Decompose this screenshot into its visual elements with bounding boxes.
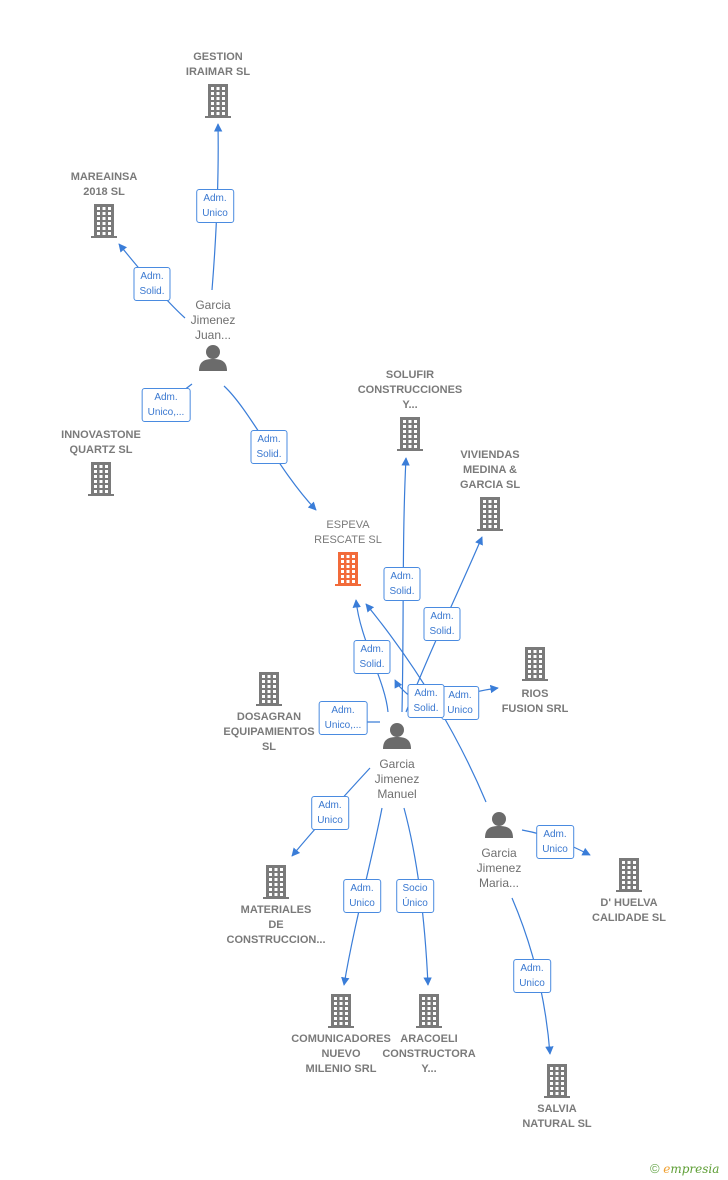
- edge-label-e13[interactable]: Socio Único: [396, 879, 434, 913]
- node-label-mareainsa: MAREAINSA 2018 SL: [70, 171, 138, 198]
- node-label-dosagran: DOSAGRAN EQUIPAMIENTOS SL: [223, 711, 315, 753]
- node-label-dhuelva: D' HUELVA CALIDADE SL: [592, 897, 666, 924]
- building-icon-aracoeli[interactable]: [416, 994, 442, 1028]
- edge-label-e2[interactable]: Adm. Solid.: [133, 267, 171, 301]
- node-label-salvia: SALVIA NATURAL SL: [522, 1103, 592, 1130]
- edge-label-e6[interactable]: Adm. Solid.: [383, 567, 421, 601]
- edge-label-e5[interactable]: Adm. Solid.: [353, 640, 391, 674]
- node-label-comunicadores: COMUNICADORES NUEVO MILENIO SRL: [291, 1033, 391, 1075]
- building-icon-innovastone[interactable]: [88, 462, 114, 496]
- node-label-maria: Garcia Jimenez Maria...: [476, 846, 522, 890]
- building-icon-mareainsa[interactable]: [91, 204, 117, 238]
- edge-label-e1[interactable]: Adm. Unico: [196, 189, 234, 223]
- building-icon-espeva[interactable]: [335, 552, 361, 586]
- node-label-materiales: MATERIALES DE CONSTRUCCION...: [226, 904, 326, 946]
- edges-layer: [118, 123, 591, 1055]
- edge-label-e9[interactable]: Adm. Solid.: [407, 684, 445, 718]
- building-icon-rios[interactable]: [522, 647, 548, 681]
- edge-label-e10[interactable]: Adm. Unico,...: [318, 701, 368, 735]
- person-icon-maria[interactable]: [485, 812, 513, 838]
- building-icon-dhuelva[interactable]: [616, 858, 642, 892]
- brand-logo[interactable]: empresia: [663, 1162, 720, 1176]
- icons-layer: [88, 84, 642, 1098]
- node-label-manuel: Garcia Jimenez Manuel: [374, 757, 420, 801]
- node-label-viviendas: VIVIENDAS MEDINA & GARCIA SL: [459, 449, 521, 491]
- node-label-aracoeli: ARACOELI CONSTRUCTORA Y...: [382, 1033, 476, 1075]
- building-icon-solufir[interactable]: [397, 417, 423, 451]
- copyright-footer: © empresia: [650, 1161, 719, 1176]
- building-icon-comunicadores[interactable]: [328, 994, 354, 1028]
- person-icon-juan[interactable]: [199, 345, 227, 371]
- edge-label-e3[interactable]: Adm. Unico,...: [141, 388, 191, 422]
- node-label-solufir: SOLUFIR CONSTRUCCIONES Y...: [357, 369, 463, 411]
- edge-label-e8[interactable]: Adm. Unico: [441, 686, 479, 720]
- edge-label-e7[interactable]: Adm. Solid.: [423, 607, 461, 641]
- node-label-innovastone: INNOVASTONE QUARTZ SL: [61, 429, 141, 456]
- copyright-symbol: ©: [650, 1161, 660, 1176]
- edge-label-e11[interactable]: Adm. Unico: [311, 796, 349, 830]
- node-label-juan: Garcia Jimenez Juan...: [190, 298, 236, 342]
- building-icon-salvia[interactable]: [544, 1064, 570, 1098]
- node-label-espeva: ESPEVA RESCATE SL: [314, 519, 382, 546]
- building-icon-gestion[interactable]: [205, 84, 231, 118]
- edge-label-e12[interactable]: Adm. Unico: [343, 879, 381, 913]
- person-icon-manuel[interactable]: [383, 723, 411, 749]
- edge-label-e14[interactable]: Adm. Unico: [513, 959, 551, 993]
- node-label-rios: RIOS FUSION SRL: [501, 688, 569, 715]
- building-icon-materiales[interactable]: [263, 865, 289, 899]
- node-label-gestion: GESTION IRAIMAR SL: [185, 51, 251, 78]
- edge-label-e15[interactable]: Adm. Unico: [536, 825, 574, 859]
- building-icon-viviendas[interactable]: [477, 497, 503, 531]
- building-icon-dosagran[interactable]: [256, 672, 282, 706]
- edge-label-e4[interactable]: Adm. Solid.: [250, 430, 288, 464]
